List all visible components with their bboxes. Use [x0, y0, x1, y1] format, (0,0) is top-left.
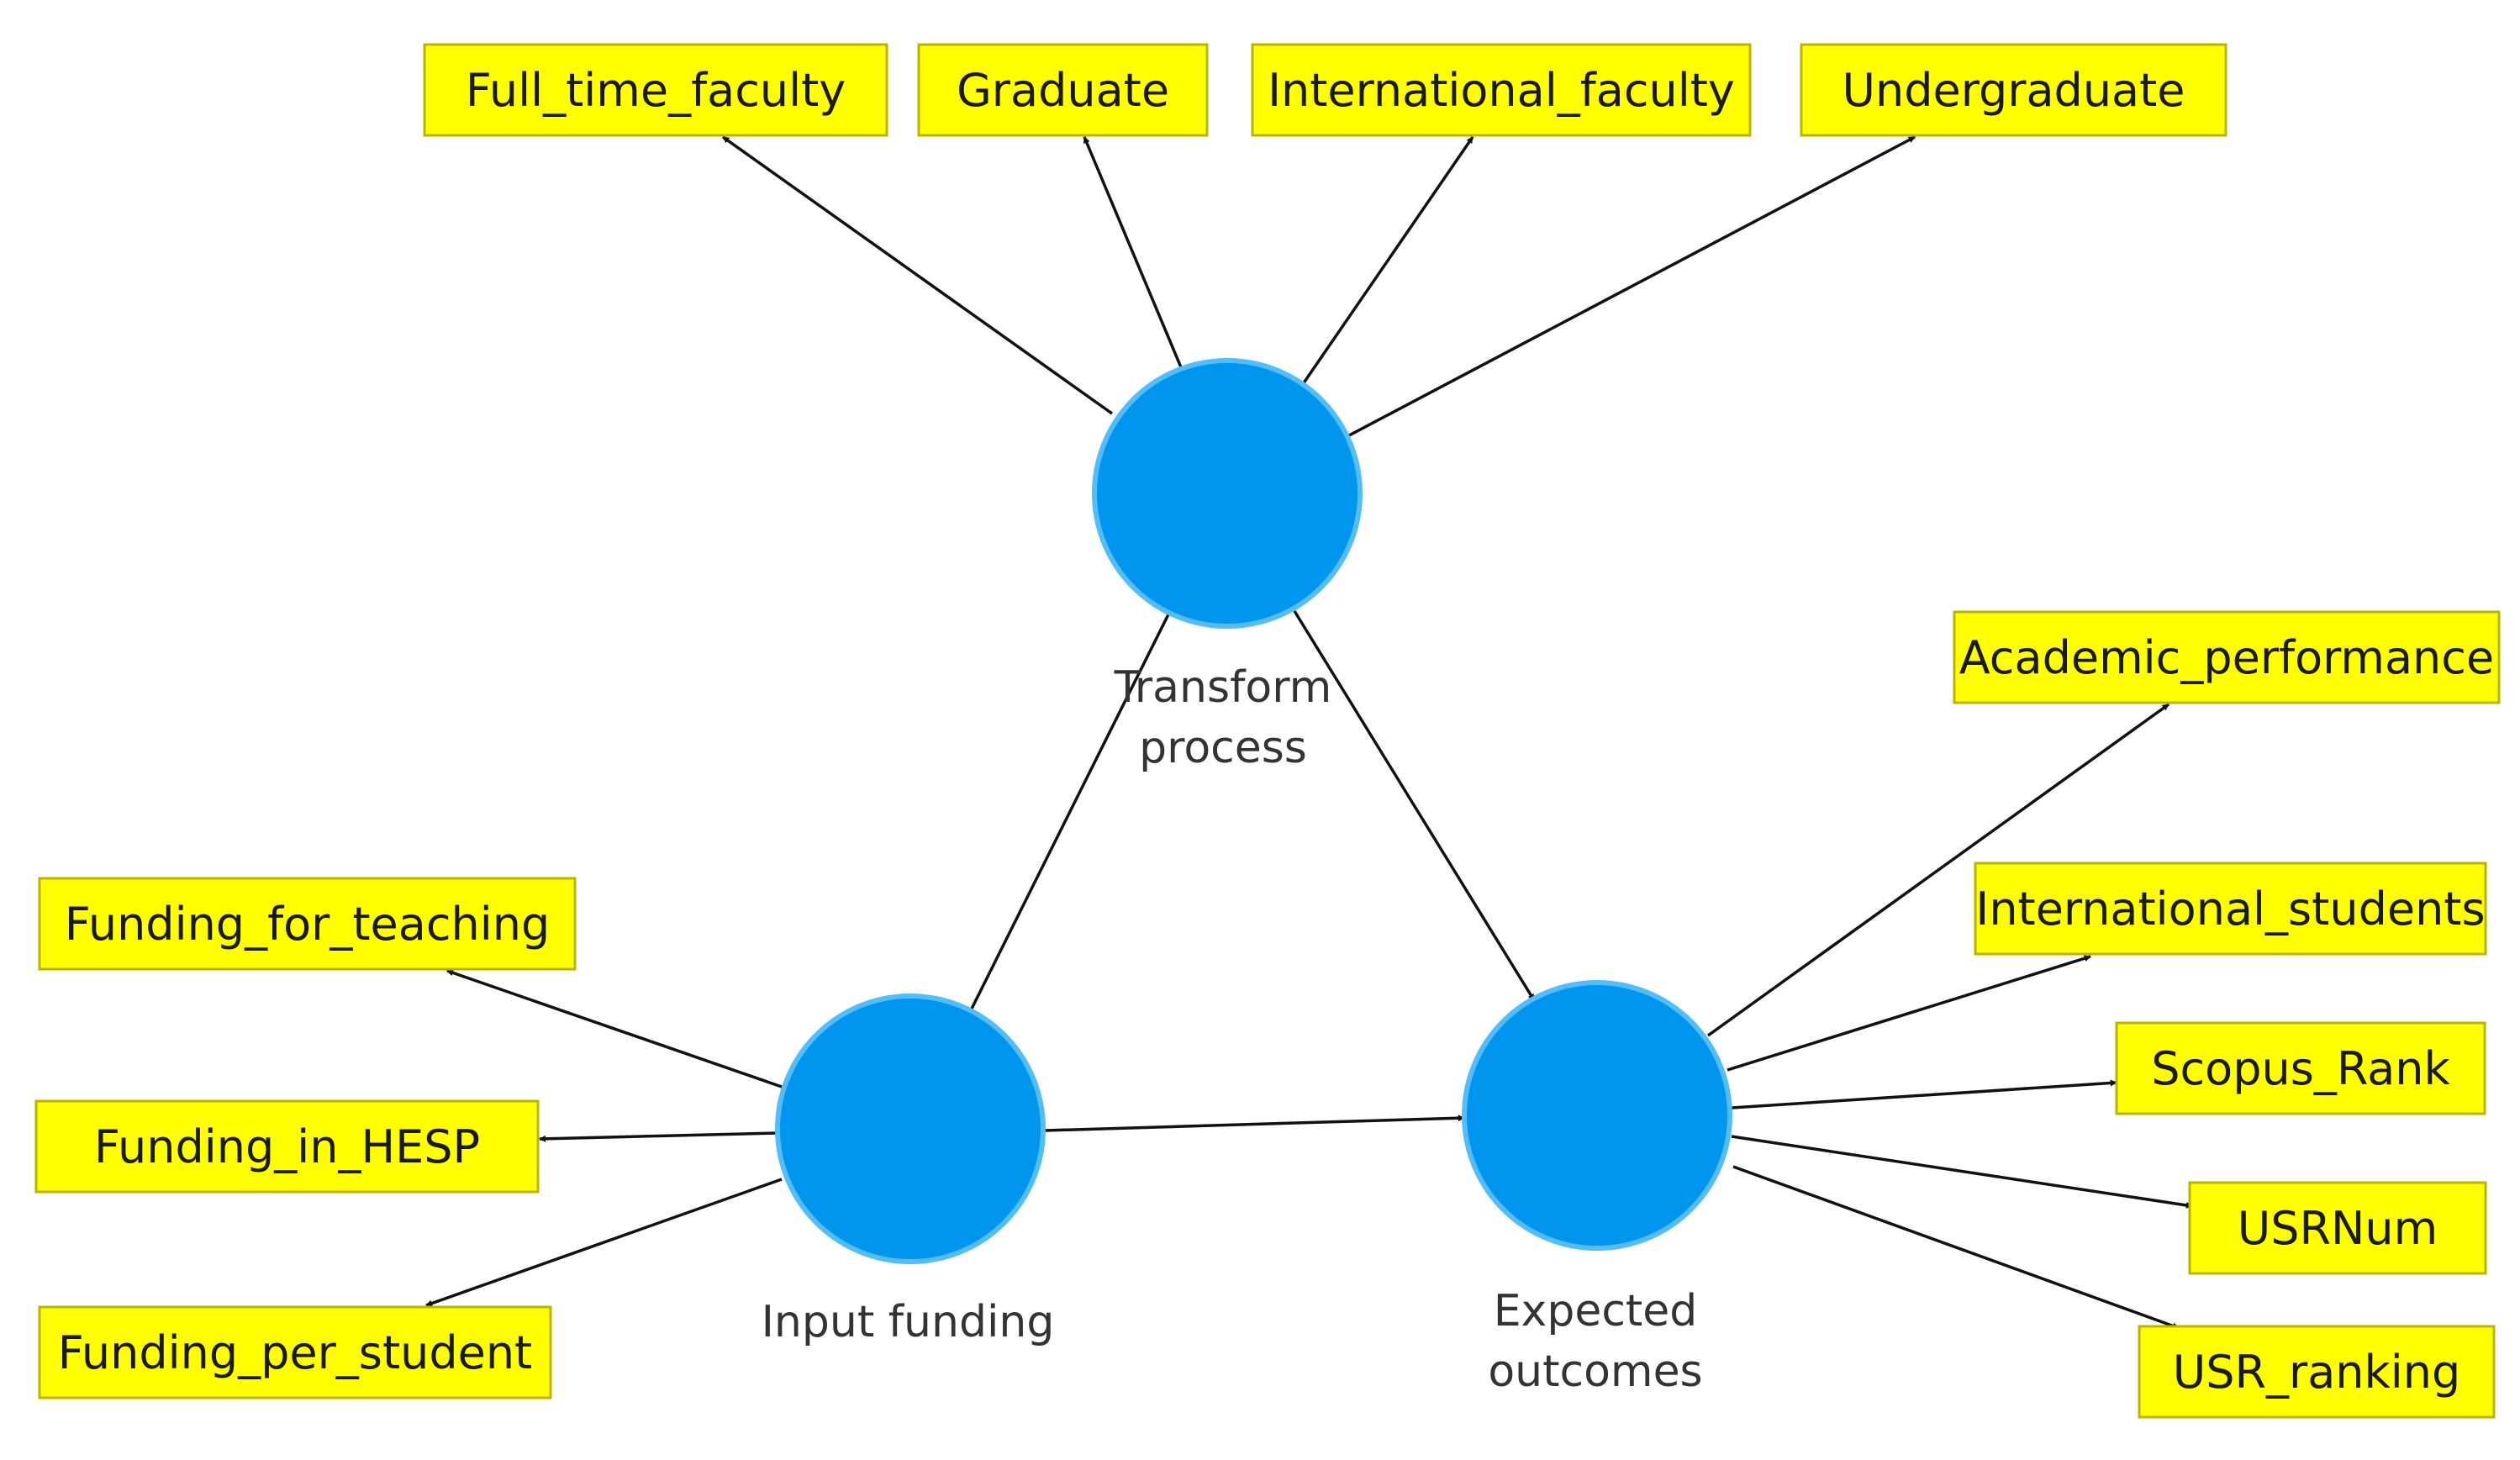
- edges-layer: [425, 135, 2193, 1330]
- construct-outcomes[interactable]: Expected outcomes: [1462, 980, 1732, 1397]
- indicator-box: [1251, 43, 1752, 137]
- indicator-academic-performance[interactable]: Academic_performance: [1953, 610, 2501, 704]
- edge-transform-to-full-time-faculty: [721, 135, 1114, 415]
- indicator-label: Undergraduate: [1842, 64, 2185, 117]
- indicator-label: Full_time_faculty: [466, 64, 846, 117]
- construct-circle: [775, 994, 1046, 1264]
- edge-outcomes-to-international-students: [1727, 955, 2091, 1072]
- indicator-box: [423, 43, 888, 137]
- indicator-box: [917, 43, 1209, 137]
- construct-label-line: process: [1139, 723, 1307, 773]
- edge-input-to-funding-for-teaching: [446, 969, 783, 1088]
- indicator-box: [38, 877, 577, 971]
- edge-input-to-transform: [969, 609, 1173, 1011]
- indicator-graduate[interactable]: Graduate: [917, 43, 1209, 137]
- indicator-label: USRNum: [2238, 1202, 2438, 1255]
- edge-outcomes-to-academic-performance: [1706, 703, 2170, 1037]
- indicator-international-students[interactable]: International_students: [1974, 862, 2487, 956]
- indicator-funding-in-hesp[interactable]: Funding_in_HESP: [34, 1099, 540, 1194]
- indicator-box: [1974, 862, 2487, 956]
- indicator-label: Scopus_Rank: [2151, 1042, 2450, 1095]
- construct-label-line: Transform: [1114, 662, 1332, 713]
- indicator-scopus-rank[interactable]: Scopus_Rank: [2115, 1021, 2486, 1115]
- indicator-label: International_students: [1975, 883, 2485, 936]
- indicator-usr-ranking[interactable]: USR_ranking: [2138, 1325, 2496, 1419]
- indicator-box: [1800, 43, 2227, 137]
- construct-transform[interactable]: Transform process: [1092, 358, 1363, 773]
- indicator-funding-for-teaching[interactable]: Funding_for_teaching: [38, 877, 577, 971]
- edge-input-to-funding-in-hesp: [539, 1131, 778, 1142]
- construct-label-line: Input funding: [762, 1297, 1055, 1347]
- edge-outcomes-to-scopus-rank: [1731, 1079, 2117, 1109]
- nodes-layer: Full_time_faculty Graduate International_f…: [34, 43, 2501, 1419]
- edge-outcomes-to-usr-ranking: [1732, 1165, 2180, 1330]
- edge-outcomes-to-usrnum: [1731, 1135, 2193, 1209]
- construct-label-line: Expected: [1494, 1286, 1698, 1336]
- indicator-label: Graduate: [957, 64, 1169, 117]
- construct-circle: [1092, 358, 1363, 629]
- indicator-funding-per-student[interactable]: Funding_per_student: [38, 1305, 552, 1399]
- indicator-label: International_faculty: [1268, 64, 1735, 117]
- indicator-box: [1953, 610, 2501, 704]
- construct-label-line: outcomes: [1488, 1347, 1702, 1397]
- edge-input-to-outcomes: [1044, 1115, 1465, 1132]
- edge-transform-to-international-faculty: [1301, 136, 1474, 385]
- construct-circle: [1462, 980, 1732, 1251]
- indicator-label: Academic_performance: [1959, 631, 2494, 684]
- construct-input[interactable]: Input funding: [762, 994, 1055, 1347]
- indicator-full-time-faculty[interactable]: Full_time_faculty: [423, 43, 888, 137]
- indicator-undergraduate[interactable]: Undergraduate: [1800, 43, 2227, 137]
- indicator-label: Funding_per_student: [58, 1326, 532, 1379]
- indicator-box: [2138, 1325, 2496, 1419]
- indicator-box: [38, 1305, 552, 1399]
- edge-transform-to-graduate: [1083, 136, 1183, 368]
- indicator-label: Funding_in_HESP: [94, 1120, 480, 1173]
- edge-transform-to-undergraduate: [1348, 135, 1916, 437]
- edge-transform-to-outcomes: [1293, 610, 1536, 1001]
- indicator-label: USR_ranking: [2173, 1346, 2461, 1399]
- edge-input-to-funding-per-student: [425, 1178, 783, 1307]
- indicator-usrnum[interactable]: USRNum: [2188, 1181, 2487, 1275]
- indicator-box: [34, 1099, 540, 1194]
- indicator-label: Funding_for_teaching: [65, 898, 551, 951]
- indicator-box: [2115, 1021, 2486, 1115]
- indicator-box: [2188, 1181, 2487, 1275]
- indicator-international-faculty[interactable]: International_faculty: [1251, 43, 1752, 137]
